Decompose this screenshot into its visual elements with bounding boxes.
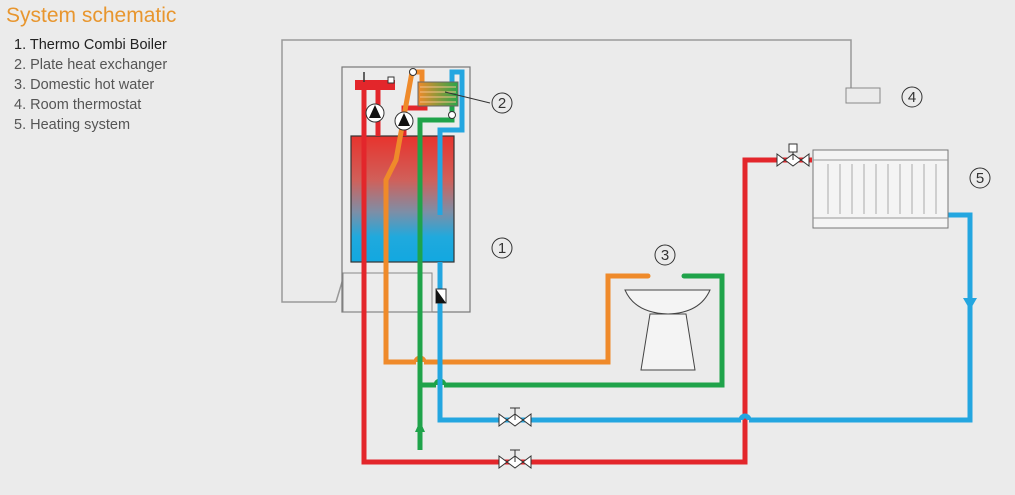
flow-manifold bbox=[355, 80, 395, 90]
thermostatic-radiator-valve[interactable] bbox=[776, 143, 810, 167]
svg-text:1: 1 bbox=[498, 240, 506, 257]
svg-text:5: 5 bbox=[976, 170, 984, 187]
room-thermostat bbox=[845, 87, 881, 104]
pump-icon bbox=[394, 111, 414, 131]
pressure-valve-icon bbox=[387, 76, 395, 84]
storage-tank bbox=[350, 135, 455, 263]
svg-text:3: 3 bbox=[661, 247, 669, 264]
legend-item: 3. Domestic hot water bbox=[14, 77, 155, 93]
heating-return-pipe bbox=[437, 69, 973, 423]
cold-tap-icon bbox=[681, 273, 687, 279]
wash-basin bbox=[624, 289, 711, 371]
check-valve-icon bbox=[435, 288, 447, 304]
cold-water-pipe bbox=[417, 95, 725, 450]
legend-item: 1. Thermo Combi Boiler bbox=[14, 37, 167, 53]
radiator bbox=[812, 149, 949, 229]
legend: 1. Thermo Combi Boiler 2. Plate heat exc… bbox=[14, 35, 167, 135]
temperature-sensor-icon bbox=[409, 68, 417, 76]
return-isolation-valve[interactable] bbox=[498, 407, 532, 427]
callout-3: 3 bbox=[654, 244, 676, 266]
flow-isolation-valve[interactable] bbox=[498, 449, 532, 469]
callout-1: 1 bbox=[491, 237, 513, 259]
callout-5: 5 bbox=[969, 167, 991, 189]
hot-tap-icon bbox=[645, 273, 651, 279]
callout-2: 2 bbox=[491, 92, 513, 114]
plate-heat-exchanger bbox=[417, 81, 459, 107]
legend-item: 2. Plate heat exchanger bbox=[14, 57, 168, 73]
arrow-down-icon bbox=[963, 298, 977, 310]
legend-item: 5. Heating system bbox=[14, 117, 131, 133]
svg-text:2: 2 bbox=[498, 95, 506, 112]
pump-icon bbox=[365, 103, 385, 123]
flow-sensor-icon bbox=[448, 111, 456, 119]
callout-4: 4 bbox=[901, 86, 923, 108]
arrow-up-icon bbox=[415, 421, 425, 432]
legend-item: 4. Room thermostat bbox=[14, 97, 142, 113]
svg-text:4: 4 bbox=[908, 89, 916, 106]
page-title: System schematic bbox=[6, 4, 177, 27]
callout-leader-2 bbox=[444, 91, 491, 104]
